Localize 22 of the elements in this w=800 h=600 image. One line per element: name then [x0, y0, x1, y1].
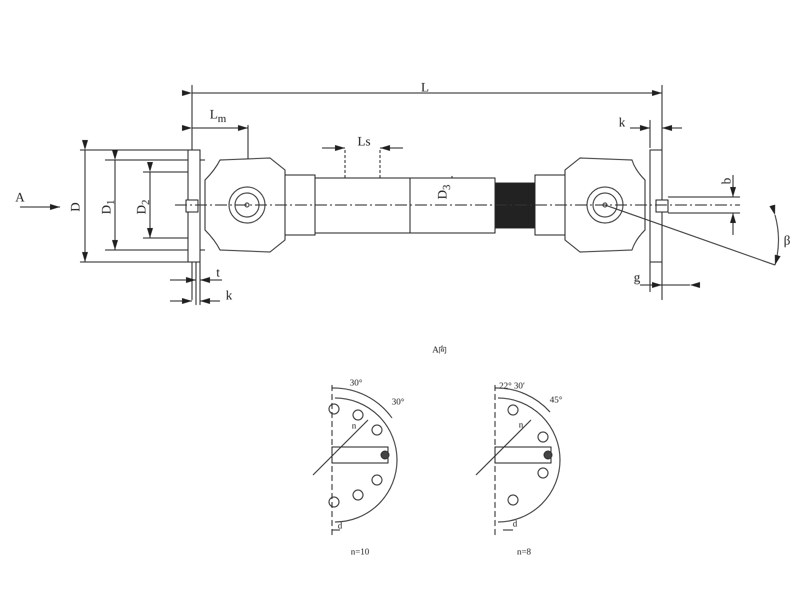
angle-label: 22° 30′ — [499, 382, 525, 390]
dimension-label: g — [634, 270, 640, 284]
angle-label: 30° — [392, 398, 404, 406]
hole-count-label: n=8 — [516, 548, 532, 556]
angle-label: 45° — [550, 396, 562, 404]
dimension-label: d — [338, 522, 342, 530]
dimension-label: k — [618, 116, 626, 128]
dimension-label: Ls — [358, 134, 370, 148]
angle-label: β — [784, 234, 790, 246]
dimension-label: b — [720, 178, 732, 184]
dimension-label: L$_{m}$ — [210, 107, 226, 125]
dimension-label: D — [68, 202, 82, 212]
dimension-label: t — [216, 266, 220, 278]
angle-label: 30° — [350, 378, 362, 388]
dimension-label: L — [421, 80, 429, 94]
hole-count-label: n=10 — [350, 548, 370, 556]
view-direction-label: A — [15, 190, 25, 204]
view-title: A向 — [432, 346, 448, 354]
dimension-label: d — [512, 520, 518, 528]
dimension-label: k — [226, 288, 232, 302]
dimension-label: n — [352, 422, 356, 430]
dimension-label: n — [518, 420, 524, 430]
